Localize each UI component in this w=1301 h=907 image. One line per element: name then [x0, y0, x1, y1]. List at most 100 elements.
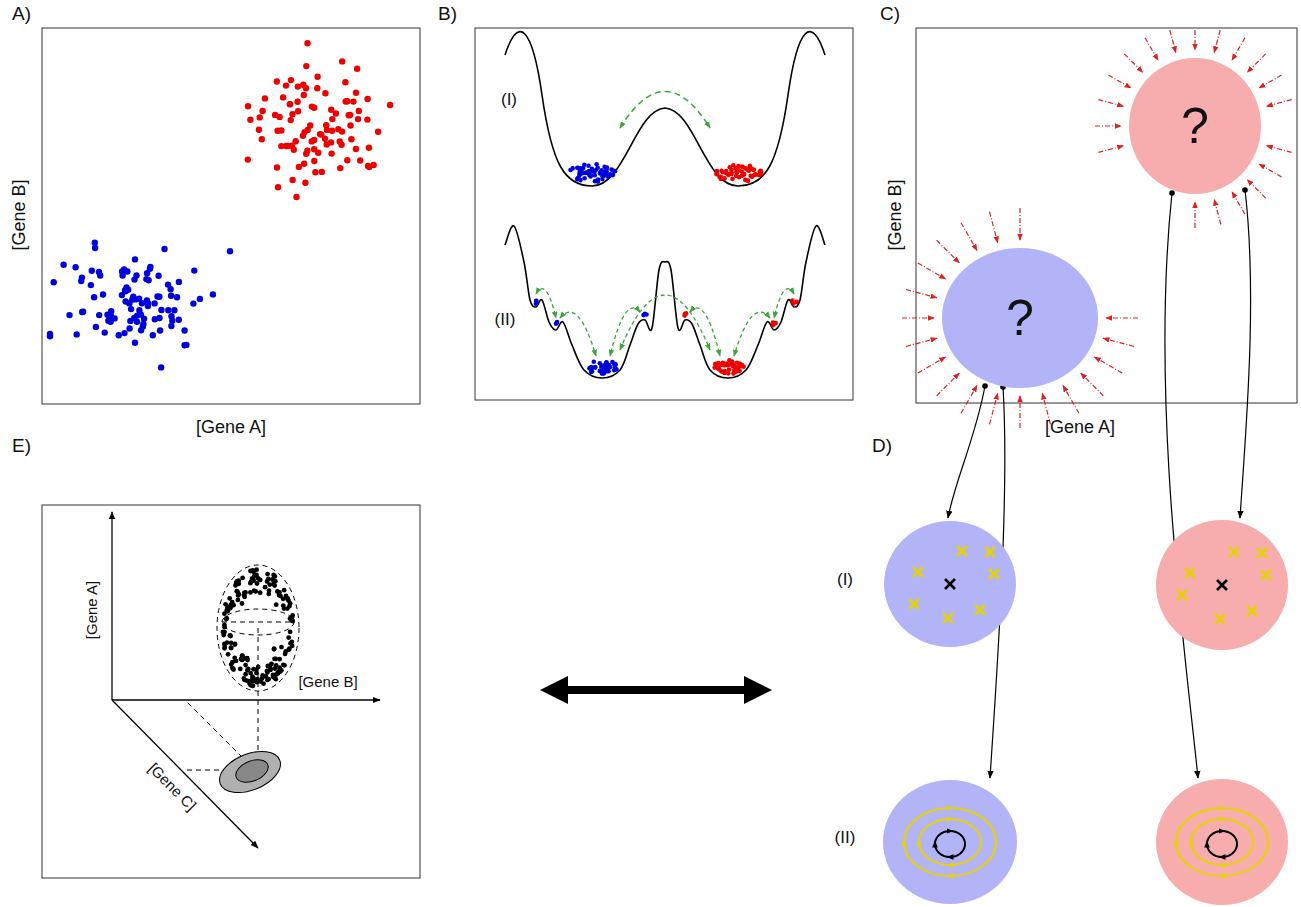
cell-dot	[240, 654, 245, 659]
cell-dot	[730, 359, 735, 364]
panel-frame	[475, 28, 853, 400]
axis	[112, 699, 380, 700]
oval-fill	[942, 248, 1098, 388]
input-arrow	[1098, 100, 1123, 107]
cell-dot	[223, 602, 228, 607]
cell-dot	[609, 167, 614, 172]
cell-dot	[265, 670, 270, 675]
data-point	[287, 101, 293, 107]
data-point	[145, 300, 151, 306]
cell-dot	[596, 179, 601, 184]
axis	[111, 512, 112, 700]
data-point	[157, 327, 163, 333]
cell-dot	[732, 368, 737, 373]
cell-dot	[224, 617, 229, 622]
data-point	[102, 329, 108, 335]
data-point	[168, 293, 174, 299]
cell-dot	[593, 365, 598, 370]
cell-dot	[554, 321, 559, 326]
transition-arrow	[560, 312, 596, 356]
cell-dot	[598, 170, 603, 175]
cell-dot	[266, 577, 271, 582]
panel-frame	[42, 505, 420, 878]
data-point	[72, 264, 78, 270]
projection-shadow	[214, 743, 287, 800]
transition-arrow	[620, 295, 710, 350]
cell-dot	[250, 568, 255, 573]
data-point	[280, 94, 286, 100]
data-point	[353, 90, 359, 96]
transition-arrow	[620, 92, 710, 129]
sub-label: (II)	[495, 311, 516, 330]
cell-dot	[233, 642, 238, 647]
data-point	[79, 274, 85, 280]
data-point	[129, 296, 135, 302]
cell-dot	[600, 363, 605, 368]
data-point	[122, 298, 128, 304]
cell-dot	[229, 646, 234, 651]
cloud-outline	[217, 565, 299, 691]
data-point	[51, 279, 57, 285]
input-arrow	[1095, 125, 1121, 126]
data-point	[322, 90, 328, 96]
cell-dot	[555, 321, 560, 326]
cell-dot	[641, 313, 646, 318]
link-arrow	[1240, 190, 1251, 518]
cell-dot	[534, 299, 539, 304]
cell-dot	[719, 168, 724, 173]
fixed-point-mark	[1215, 614, 1225, 624]
data-point	[300, 133, 306, 139]
data-point	[168, 313, 174, 319]
input-arrow	[937, 373, 960, 396]
input-arrow	[990, 212, 998, 243]
projection-core	[232, 755, 271, 786]
cell-dot	[246, 667, 251, 672]
input-arrow	[1194, 30, 1195, 50]
data-point	[96, 269, 102, 275]
cell-dot	[222, 644, 227, 649]
limit-cycle	[935, 831, 965, 857]
cell-dot	[729, 171, 734, 176]
data-point	[176, 279, 182, 285]
data-point	[364, 96, 370, 102]
cell-dot	[263, 585, 268, 590]
cell-dot	[575, 177, 580, 182]
data-point	[304, 40, 310, 46]
cell-dot	[286, 635, 291, 640]
data-point	[132, 340, 138, 346]
data-point	[155, 273, 161, 279]
transition-arrow	[610, 308, 640, 356]
cell-dot	[240, 653, 245, 658]
input-arrow	[990, 393, 998, 424]
link-arrow	[1165, 193, 1198, 778]
data-point	[357, 157, 363, 163]
data-point	[274, 78, 280, 84]
cell-dot	[748, 164, 753, 169]
cell-dot	[290, 643, 295, 648]
fixed-point-mark	[1177, 590, 1187, 600]
state-oval: ?	[1129, 58, 1261, 194]
data-point	[287, 101, 293, 107]
cell-dot	[725, 361, 730, 366]
data-point	[303, 63, 309, 69]
data-point	[92, 240, 98, 246]
axis-label: [Gene A]	[196, 418, 266, 438]
data-point	[311, 146, 317, 152]
data-point	[344, 157, 350, 163]
cell-dot	[236, 598, 241, 603]
data-point	[312, 169, 318, 175]
cell-dot	[555, 320, 560, 325]
limit-cycle	[904, 808, 996, 876]
cell-dot	[227, 596, 232, 601]
input-arrow	[1098, 146, 1123, 153]
data-point	[125, 287, 131, 293]
input-arrow	[1063, 386, 1079, 414]
cell-dot	[272, 646, 277, 651]
fixed-point-mark	[1185, 568, 1195, 578]
drawing	[47, 30, 1292, 905]
data-point	[347, 122, 353, 128]
cell-dot	[589, 367, 594, 372]
cell-dot	[791, 301, 796, 306]
cell-dot	[243, 590, 248, 595]
data-point	[134, 319, 140, 325]
